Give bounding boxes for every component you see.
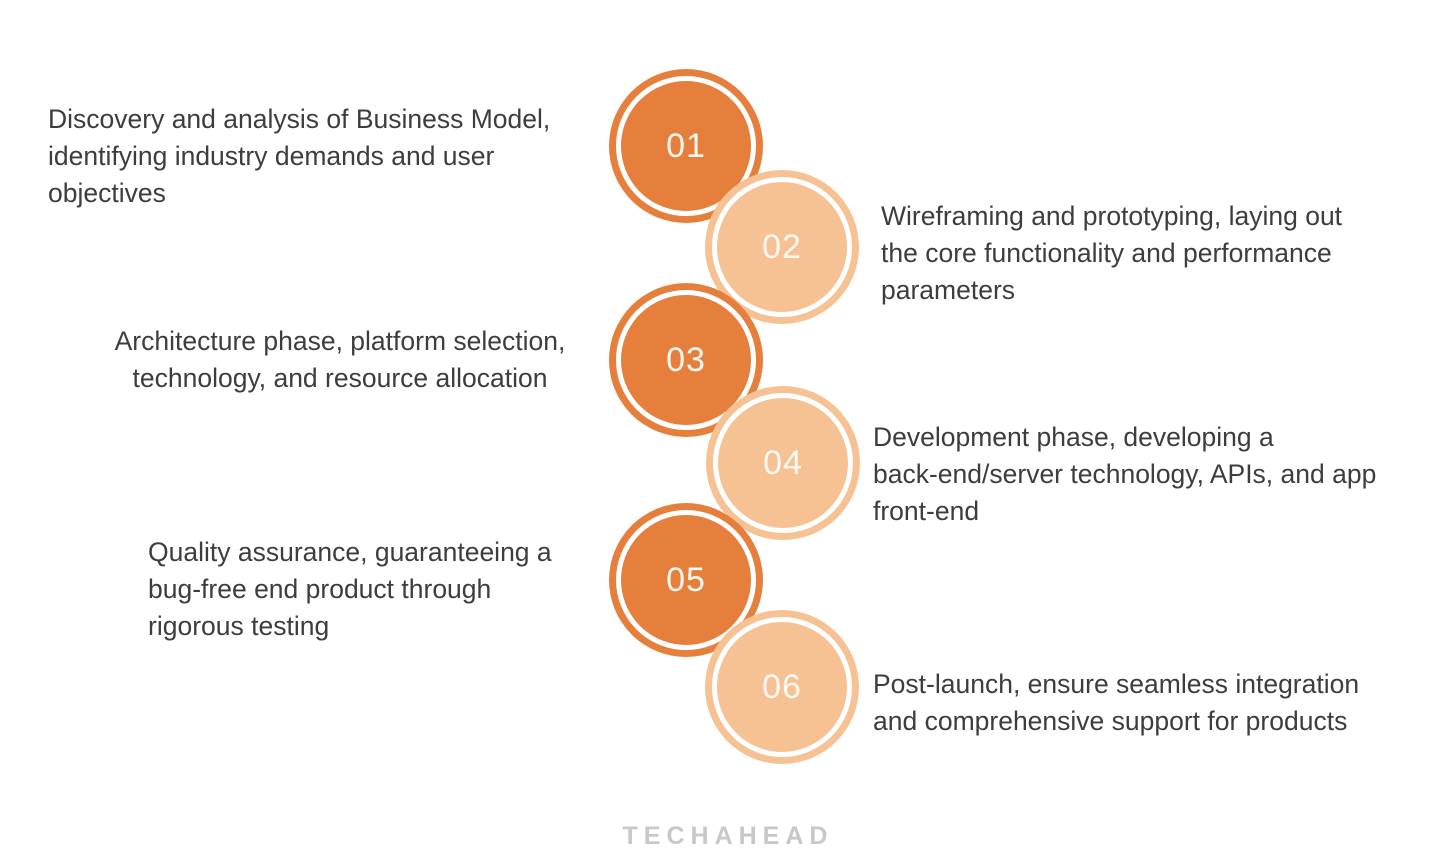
step-04-number: 04 (763, 443, 803, 482)
step-01-number: 01 (666, 126, 706, 165)
step-06-description: Post-launch, ensure seamless integration… (873, 669, 1360, 736)
step-05-description: Quality assurance, guaranteeing a bug-fr… (148, 537, 552, 641)
step-01-description: Discovery and analysis of Business Model… (48, 104, 551, 208)
step-02-circle: 02 (712, 177, 852, 317)
step-02-number: 02 (762, 227, 802, 266)
step-04-description: Development phase, developing a back-end… (873, 422, 1377, 526)
step-02-description: Wireframing and prototyping, laying out … (881, 201, 1343, 305)
step-01-circle: 01 (616, 76, 756, 216)
step-06-circle: 06 (712, 617, 852, 757)
step-05-circle: 05 (616, 510, 756, 650)
step-03-description: Architecture phase, platform selection, … (114, 326, 566, 393)
step-06-number: 06 (762, 667, 802, 706)
step-03-circle: 03 (616, 290, 756, 430)
techahead-logo: TECHAHEAD (622, 822, 834, 850)
step-05-number: 05 (666, 560, 706, 599)
step-03-number: 03 (666, 340, 706, 379)
step-04-circle: 04 (713, 393, 853, 533)
